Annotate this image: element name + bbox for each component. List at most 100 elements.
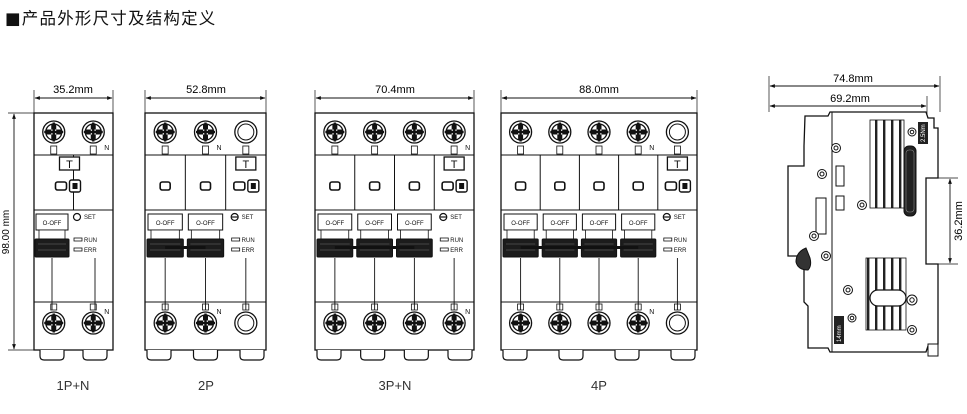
- switch-state-label: O-OFF: [550, 221, 569, 227]
- side-rail-height-label: 36.2mm: [953, 201, 965, 241]
- terminal-blank: [665, 120, 690, 144]
- set-label: SET: [674, 215, 686, 221]
- test-button-label: T: [674, 159, 681, 171]
- side-ribs-top: [869, 119, 905, 209]
- terminal-screw: [402, 311, 427, 335]
- din-rail-clip: [558, 350, 584, 361]
- section-title: ■产品外形尺寸及结构定义: [5, 9, 217, 28]
- side-oval-window: [869, 289, 907, 307]
- indicator-window: [664, 181, 678, 191]
- test-button: [666, 156, 689, 171]
- terminal-screw: [81, 311, 105, 335]
- err-label: ERR: [674, 248, 687, 254]
- width-dimension-3p-n: 70.4mm: [314, 84, 475, 113]
- width-label-2p: 52.8mm: [186, 84, 226, 96]
- indicator-window: [632, 181, 645, 191]
- run-label: RUN: [674, 238, 687, 244]
- neutral-label-bottom: N: [465, 309, 470, 316]
- side-depth-total-dimension: 74.8mm: [768, 73, 941, 112]
- set-label: SET: [450, 215, 462, 221]
- test-button-label: T: [242, 159, 249, 171]
- terminal-screw: [362, 120, 387, 144]
- din-rail-clip: [614, 350, 640, 361]
- terminal-screw: [587, 311, 611, 335]
- terminal-blank: [234, 311, 258, 335]
- indicator-window: [233, 181, 246, 191]
- width-dimension-1p-n: 35.2mm: [33, 84, 114, 113]
- din-rail-clip: [447, 350, 473, 361]
- terminal-screw: [626, 120, 650, 144]
- side-rail-height-dimension: 36.2mm: [924, 177, 965, 265]
- neutral-label-top: N: [649, 145, 654, 152]
- run-led: [73, 237, 83, 242]
- neutral-label-top: N: [217, 145, 222, 152]
- indicator-window: [329, 181, 341, 191]
- width-label-1p-n: 35.2mm: [53, 84, 93, 96]
- terminal-screw: [42, 120, 66, 144]
- err-led: [231, 247, 241, 252]
- din-rail-clip: [360, 350, 386, 361]
- test-button: [443, 156, 465, 171]
- switch-handle: [34, 238, 70, 258]
- err-label: ERR: [450, 248, 463, 254]
- din-rail-clip: [670, 350, 696, 361]
- handle-tie-bar: [520, 246, 639, 249]
- test-button: [58, 156, 81, 171]
- model-label-2p: 2P: [198, 378, 214, 393]
- terminal-screw: [508, 311, 533, 335]
- terminal-blank: [234, 120, 258, 144]
- model-label-4p: 4P: [591, 378, 607, 393]
- neutral-label-top: N: [104, 145, 109, 152]
- neutral-label-bottom: N: [104, 309, 109, 316]
- indicator-window: [408, 181, 421, 191]
- switch-state-label: O-OFF: [326, 221, 345, 227]
- terminal-screw: [548, 311, 572, 335]
- test-button-label: T: [66, 159, 73, 171]
- err-led: [663, 247, 673, 252]
- indicator-window: [159, 181, 171, 191]
- test-button: [235, 156, 257, 171]
- indicator-window: [54, 181, 68, 191]
- side-slot-window: [903, 145, 917, 217]
- run-label: RUN: [84, 238, 97, 244]
- terminal-blank: [665, 311, 690, 335]
- terminal-screw: [153, 120, 177, 144]
- set-label: SET: [242, 215, 254, 221]
- terminal-screw: [442, 120, 466, 144]
- width-dimension-4p: 88.0mm: [500, 84, 698, 113]
- terminal-screw: [508, 120, 533, 144]
- terminal-screw: [362, 311, 387, 335]
- indicator-window: [441, 181, 454, 191]
- test-button-label: T: [451, 159, 458, 171]
- err-led: [73, 247, 83, 252]
- model-label-1p-n: 1P+N: [57, 378, 90, 393]
- switch-state-label: O-OFF: [405, 221, 424, 227]
- neutral-label-bottom: N: [649, 309, 654, 316]
- terminal-screw: [193, 311, 218, 335]
- terminal-screw: [548, 120, 572, 144]
- height-dimension: 98.00 mm: [1, 112, 38, 351]
- width-label-3p-n: 70.4mm: [375, 84, 415, 96]
- switch-state-label: O-OFF: [511, 221, 530, 227]
- din-rail-clip: [502, 350, 528, 361]
- indicator-window: [514, 181, 527, 191]
- din-rail-clip: [39, 350, 65, 361]
- side-bottom-badge: 14mm: [837, 325, 843, 342]
- terminal-screw: [442, 311, 466, 335]
- neutral-label-bottom: N: [217, 309, 222, 316]
- terminal-screw: [587, 120, 611, 144]
- set-button: [72, 212, 82, 222]
- run-label: RUN: [242, 238, 255, 244]
- switch-state-label: O-OFF: [629, 221, 648, 227]
- run-led: [663, 237, 673, 242]
- din-rail-clip: [192, 350, 219, 361]
- din-rail-clip: [316, 350, 342, 361]
- set-label: SET: [84, 215, 96, 221]
- terminal-screw: [323, 311, 347, 335]
- breaker-front-view-4p: N N T O-OFF O-OFF O-OFF O-OFF SET RUN ERR: [500, 112, 698, 361]
- switch-state-label: O-OFF: [590, 221, 609, 227]
